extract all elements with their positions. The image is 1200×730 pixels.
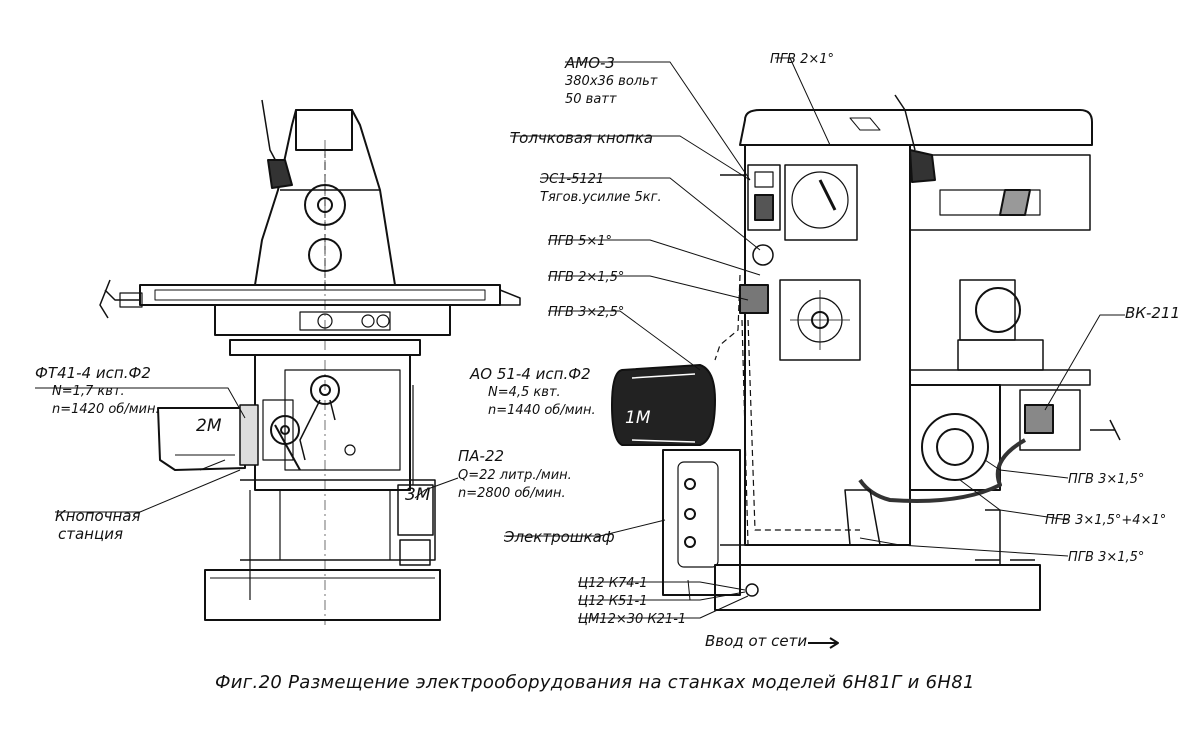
es1-magnet-label-2: Тягов.усилие 5кг. <box>540 190 662 205</box>
motor-2m-label: 2М <box>196 416 222 436</box>
pgv-3x25-label: ПГВ 3×2,5° <box>548 305 625 320</box>
ao51-motor-label-2: N=4,5 квт. <box>488 385 561 400</box>
amo3-transformer-label-1: АМО-3 <box>565 54 615 72</box>
gland-label-3: ЦМ12×30 К21-1 <box>578 612 687 627</box>
pgv-5x1-label: ПГВ 5×1° <box>548 234 613 249</box>
amo3-transformer-label-3: 50 ватт <box>565 92 617 107</box>
gland-label-1: Ц12 К74-1 <box>578 576 648 591</box>
motor-1m-label: 1М <box>625 408 651 428</box>
pgv-2x15-label: ПГВ 2×1,5° <box>548 270 625 285</box>
pa22-pump-label-3: n=2800 об/мин. <box>458 486 566 501</box>
jog-button-label: Толчковая кнопка <box>510 129 653 147</box>
pgv-2x1-label: ПГВ 2×1° <box>770 52 835 67</box>
ft41-motor-label-3: n=1420 об/мин. <box>52 402 160 417</box>
pgv-3x15-label-b: ПГВ 3×1,5° <box>1068 550 1145 565</box>
vk211-switch-label: ВК-211 <box>1125 304 1180 322</box>
left-machine-view <box>99 99 521 625</box>
ft41-motor-label-1: ФТ41-4 исп.Ф2 <box>35 364 151 382</box>
gland-label-2: Ц12 К51-1 <box>578 594 648 609</box>
ao51-motor-label-1: АО 51-4 исп.Ф2 <box>470 365 591 383</box>
es1-magnet-label-1: ЭС1-5121 <box>540 172 605 187</box>
pgv-3x15-4x1-label: ПГВ 3×1,5°+4×1° <box>1045 513 1167 528</box>
figure-caption: Фиг.20 Размещение электрооборудования на… <box>215 672 975 693</box>
right-machine-view <box>611 94 1121 611</box>
leader-lines <box>35 57 1125 649</box>
ao51-motor-label-3: n=1440 об/мин. <box>488 403 596 418</box>
mains-input-label: Ввод от сети <box>705 632 808 650</box>
motor-3m-label: 3М <box>405 485 431 505</box>
pgv-3x15-label-a: ПГВ 3×1,5° <box>1068 472 1145 487</box>
amo3-transformer-label-2: 380х36 вольт <box>565 74 658 89</box>
electrical-cabinet-label: Электрошкаф <box>504 528 615 546</box>
pa22-pump-label-1: ПА-22 <box>458 447 505 465</box>
button-station-label-1: Кнопочная <box>55 507 141 525</box>
pa22-pump-label-2: Q=22 литр./мин. <box>458 468 572 483</box>
ft41-motor-label-2: N=1,7 квт. <box>52 384 125 399</box>
button-station-label-2: станция <box>58 525 123 543</box>
